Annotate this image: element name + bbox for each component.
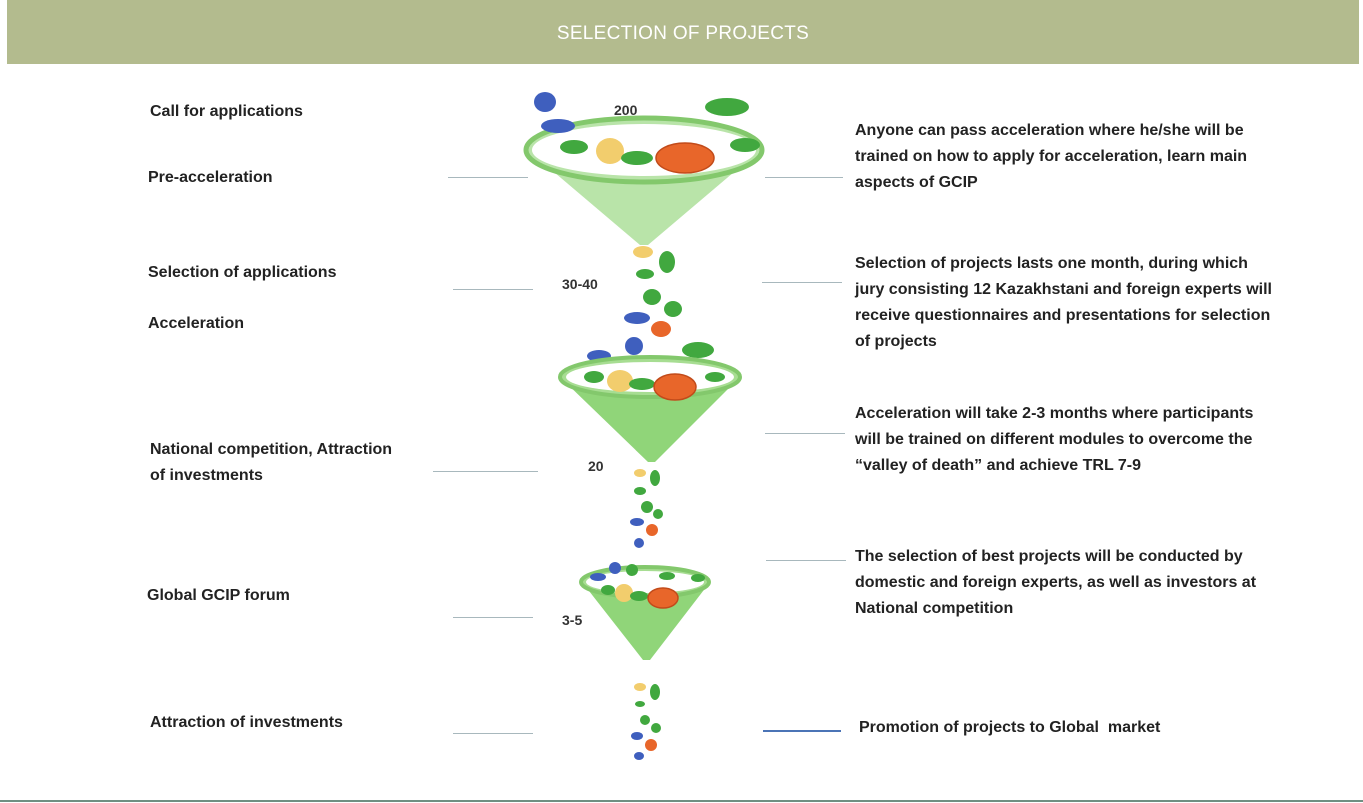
ball-green xyxy=(630,591,648,601)
description-line: Selection of projects lasts one month, d… xyxy=(855,255,1248,272)
ball-green xyxy=(705,372,725,382)
bottom-divider xyxy=(0,800,1363,802)
page-title: SELECTION OF PROJECTS xyxy=(556,23,810,44)
connector-line xyxy=(453,289,533,290)
description-line: aspects of GCIP xyxy=(855,174,978,191)
description-pre-acceleration: Anyone can pass acceleration where he/sh… xyxy=(855,118,1247,196)
ball-green xyxy=(730,138,760,152)
ball-green xyxy=(705,98,749,116)
count-20: 20 xyxy=(588,458,604,474)
connector-line xyxy=(453,617,533,618)
description-selection: Selection of projects lasts one month, d… xyxy=(855,251,1272,355)
description-line: of projects xyxy=(855,333,937,350)
description-line: Promotion of projects to Global market xyxy=(859,719,1161,736)
funnel-3-body xyxy=(582,582,710,660)
description-line: trained on how to apply for acceleration… xyxy=(855,148,1248,165)
ball-blue xyxy=(609,562,621,574)
ball-yellow xyxy=(596,138,624,164)
funnel-3 xyxy=(579,562,711,660)
ball-blue xyxy=(541,119,575,133)
connector-line xyxy=(766,560,846,561)
ball-green xyxy=(626,564,638,576)
description-line: Acceleration will take 2-3 months where … xyxy=(855,405,1254,422)
funnel-2-body xyxy=(560,377,740,462)
label-line: of investments xyxy=(150,467,263,484)
falling-balls-1 xyxy=(587,246,714,362)
ball-blue xyxy=(590,573,606,581)
label-pre-acceleration: Pre-acceleration xyxy=(148,169,273,186)
connector-line xyxy=(433,471,538,472)
ball-green xyxy=(629,378,655,390)
connector-line xyxy=(765,177,843,178)
connector-line xyxy=(762,282,842,283)
description-line: jury consisting 12 Kazakhstani and forei… xyxy=(855,281,1272,298)
ball-orange xyxy=(655,142,715,174)
label-national-competition: National competition, Attraction of inve… xyxy=(150,437,392,489)
label-global-gcip-forum: Global GCIP forum xyxy=(147,587,290,604)
connector-line xyxy=(765,433,845,434)
description-global-market: Promotion of projects to Global market xyxy=(859,715,1160,741)
description-line: The selection of best projects will be c… xyxy=(855,548,1243,565)
ball-green xyxy=(659,572,675,580)
funnel-2 xyxy=(558,355,742,462)
ball-blue xyxy=(534,92,556,112)
label-acceleration: Acceleration xyxy=(148,315,245,332)
description-national-competition: The selection of best projects will be c… xyxy=(855,544,1256,622)
count-30-40: 30-40 xyxy=(562,276,598,292)
ball-green xyxy=(584,371,604,383)
description-line: will be trained on different modules to … xyxy=(855,431,1253,448)
ball-green xyxy=(691,574,705,582)
description-acceleration: Acceleration will take 2-3 months where … xyxy=(855,401,1253,479)
label-attraction-of-investments: Attraction of investments xyxy=(150,714,343,731)
description-line: domestic and foreign experts, as well as… xyxy=(855,574,1257,591)
label-line: National competition, Attraction xyxy=(150,441,393,458)
connector-line xyxy=(453,733,533,734)
falling-balls-2 xyxy=(630,469,663,548)
count-200: 200 xyxy=(614,102,638,118)
description-line: Anyone can pass acceleration where he/sh… xyxy=(855,122,1244,139)
connector-line xyxy=(763,730,841,732)
funnel-1 xyxy=(523,92,765,245)
label-call-for-applications: Call for applications xyxy=(150,103,303,120)
ball-green xyxy=(601,585,615,595)
label-selection-of-applications: Selection of applications xyxy=(148,264,337,281)
connector-line xyxy=(448,177,528,178)
ball-orange xyxy=(647,587,679,609)
description-line: receive questionnaires and presentations… xyxy=(855,307,1271,324)
ball-green xyxy=(560,140,588,154)
ball-yellow xyxy=(607,370,633,392)
ball-yellow xyxy=(615,584,633,602)
ball-green xyxy=(621,151,653,165)
count-3-5: 3-5 xyxy=(562,612,583,628)
ball-orange xyxy=(653,373,697,401)
description-line: “valley of death” and achieve TRL 7-9 xyxy=(855,457,1142,474)
falling-balls-3 xyxy=(631,683,661,760)
header-bar: SELECTION OF PROJECTS xyxy=(7,0,1359,64)
description-line: National competition xyxy=(855,600,1014,617)
